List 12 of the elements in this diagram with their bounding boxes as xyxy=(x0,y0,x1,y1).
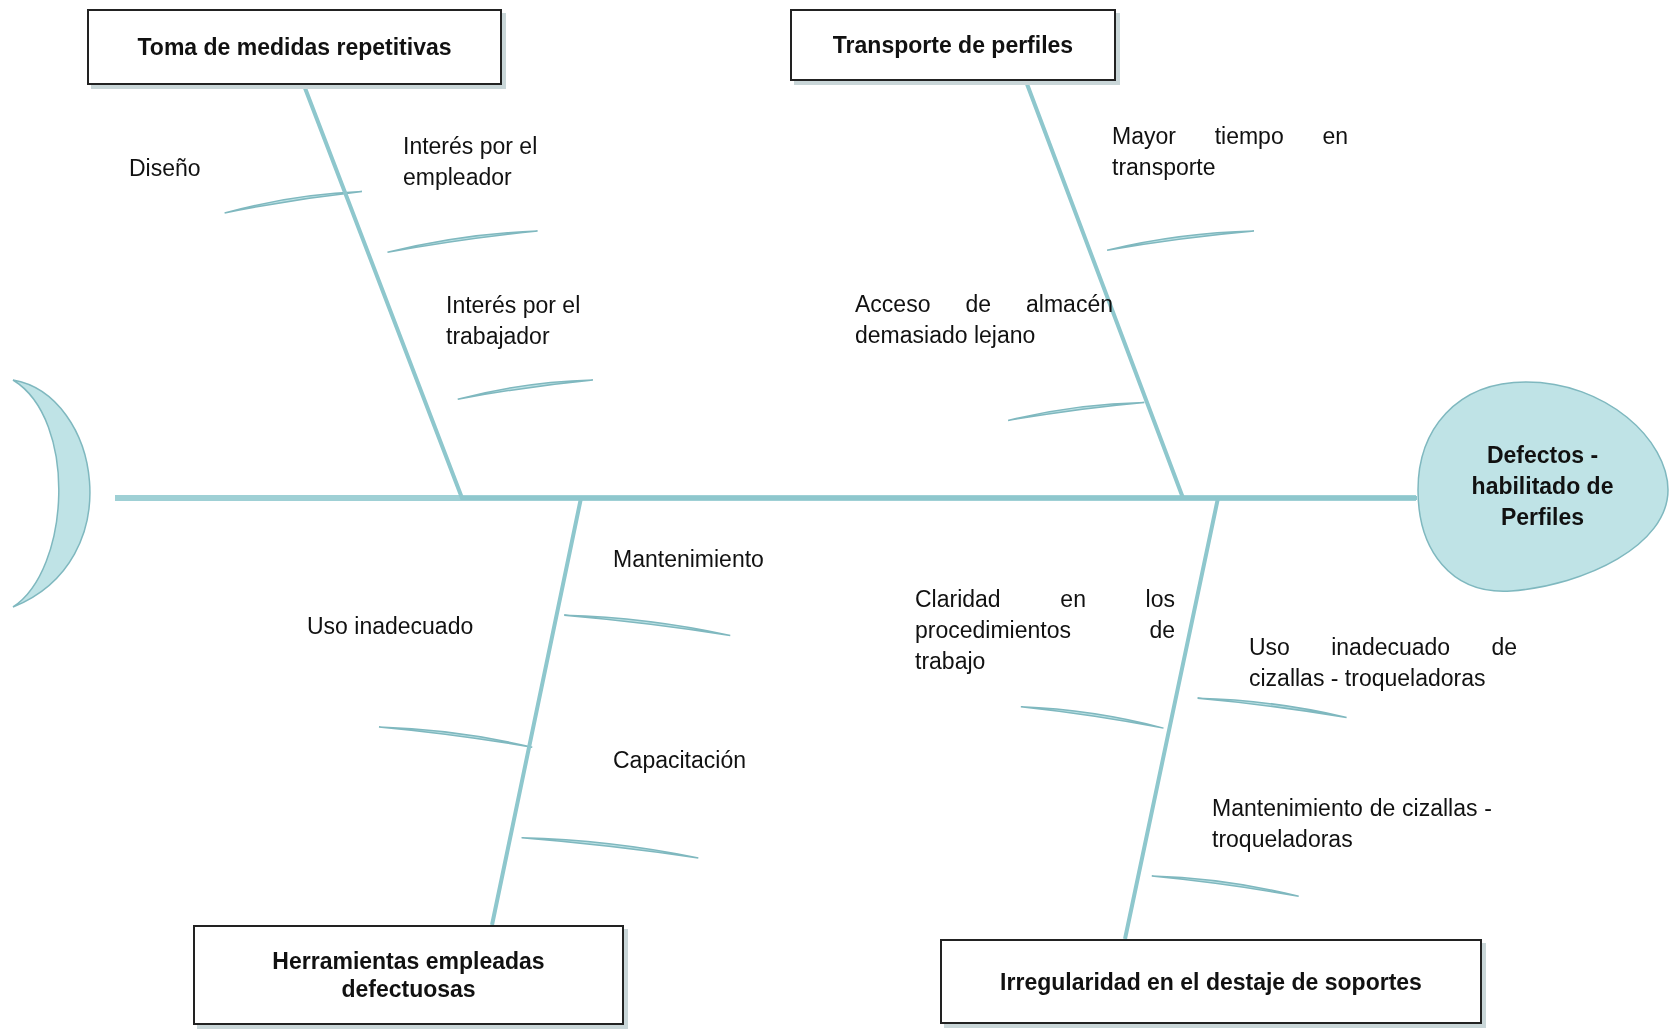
cause-label: Mayor tiempo en transporte xyxy=(1112,122,1348,182)
cause-label: Uso inadecuado xyxy=(307,612,475,641)
cause-label: Diseño xyxy=(129,154,202,183)
cause-label: Uso inadecuado de cizallas - troqueladoras xyxy=(1249,633,1517,693)
effect-title: Defectos - habilitado de Perfiles xyxy=(1470,441,1615,532)
cause-label: Interés por el trabajador xyxy=(446,291,582,351)
cause-label: Mantenimiento xyxy=(613,545,765,574)
cause-label: Mantenimiento de cizallas - troqueladoras xyxy=(1212,794,1492,854)
cause-label: Acceso de almacén demasiado lejano xyxy=(855,290,1113,350)
cause-label: Capacitación xyxy=(613,746,747,775)
cause-label: Claridad en los procedimientos de trabajo xyxy=(915,585,1175,676)
cause-label: Interés por el empleador xyxy=(403,132,539,192)
